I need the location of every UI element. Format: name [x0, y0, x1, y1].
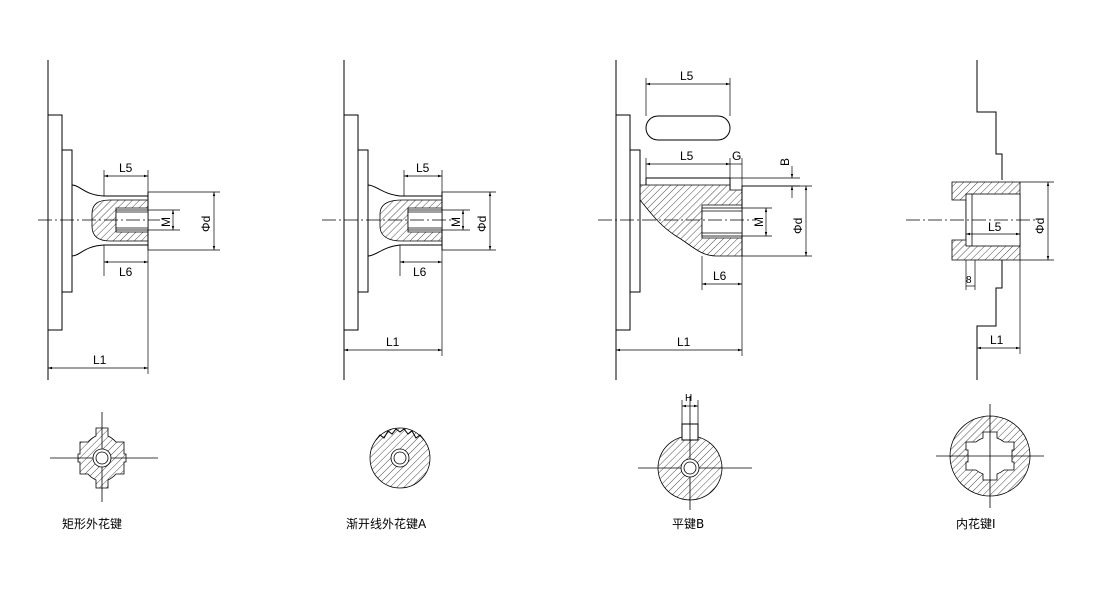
diagram-internal-spline-side-view: L5 Φd 8 L1: [906, 60, 1054, 380]
flange-step-outline: [62, 149, 73, 293]
diagram-rectangular-spline-side-view: L5 L6 M Φd L1: [38, 60, 220, 380]
l6-label: L6: [119, 265, 133, 279]
l1-label: L1: [990, 333, 1004, 347]
h-label: H: [685, 393, 692, 404]
housing-lower-outline: [976, 260, 1003, 380]
shaft-lower-edge: [367, 244, 442, 257]
diagram-flat-key-section: H 平键B: [638, 393, 752, 531]
key-l5-label: L5: [680, 69, 694, 83]
internal-spline-profile: [949, 415, 1031, 497]
flange-outline: [344, 114, 359, 331]
spline-teeth: [375, 428, 425, 441]
thread-circle: [683, 461, 697, 475]
caption-flat-key: 平键B: [672, 517, 704, 531]
flange-outline: [48, 114, 63, 331]
phid-label: Φd: [1033, 218, 1047, 234]
phid-label: Φd: [475, 216, 489, 232]
b-label: B: [778, 158, 792, 166]
l5-label: L5: [119, 161, 133, 175]
section-hatch: [91, 199, 149, 242]
key-slot: [681, 423, 699, 441]
caption-involute-spline: 渐开线外花键A: [346, 516, 427, 531]
housing-upper-outline: [976, 60, 1003, 180]
eight-label: 8: [966, 275, 972, 286]
l5-label: L5: [416, 161, 430, 175]
threaded-hole: [701, 207, 743, 237]
caption-internal-spline: 内花键I: [956, 516, 996, 531]
phid-label: Φd: [199, 216, 213, 232]
m-label: M: [449, 217, 463, 227]
section-hatch: [639, 184, 743, 257]
diagram-flat-key-side-view: L5 L5 G B M Φd L: [598, 60, 812, 380]
phid-label: Φd: [791, 218, 805, 234]
shaft-upper-edge: [71, 184, 148, 197]
diagram-internal-spline-section: 内花键I: [936, 404, 1044, 531]
diagram-rectangular-spline-section: 矩形外花键: [50, 412, 158, 531]
l6-label: L6: [413, 265, 427, 279]
l1-label: L1: [93, 353, 107, 367]
diagram-involute-spline-side-view: L5 L6 M Φd L1: [322, 60, 496, 380]
l5-label: L5: [988, 220, 1002, 234]
l1-label: L1: [677, 335, 691, 349]
l1-label: L1: [386, 335, 400, 349]
key-outline: [645, 115, 731, 141]
l5-label: L5: [680, 149, 694, 163]
shaft-lower-edge: [71, 244, 148, 257]
diagram-involute-spline-section: 渐开线外花键A: [346, 427, 431, 531]
caption-rectangular-spline: 矩形外花键: [62, 516, 122, 531]
flange-step-outline: [630, 149, 641, 293]
l6-label: L6: [713, 269, 727, 283]
flange-outline: [616, 114, 631, 331]
g-label: G: [732, 149, 741, 163]
m-label: M: [159, 217, 173, 227]
m-label: M: [752, 217, 766, 227]
section-hatch: [379, 199, 443, 242]
thread-circle: [393, 451, 407, 465]
flange-step-outline: [358, 149, 369, 293]
thread-circle: [95, 451, 109, 465]
shaft-upper-edge: [367, 184, 442, 197]
